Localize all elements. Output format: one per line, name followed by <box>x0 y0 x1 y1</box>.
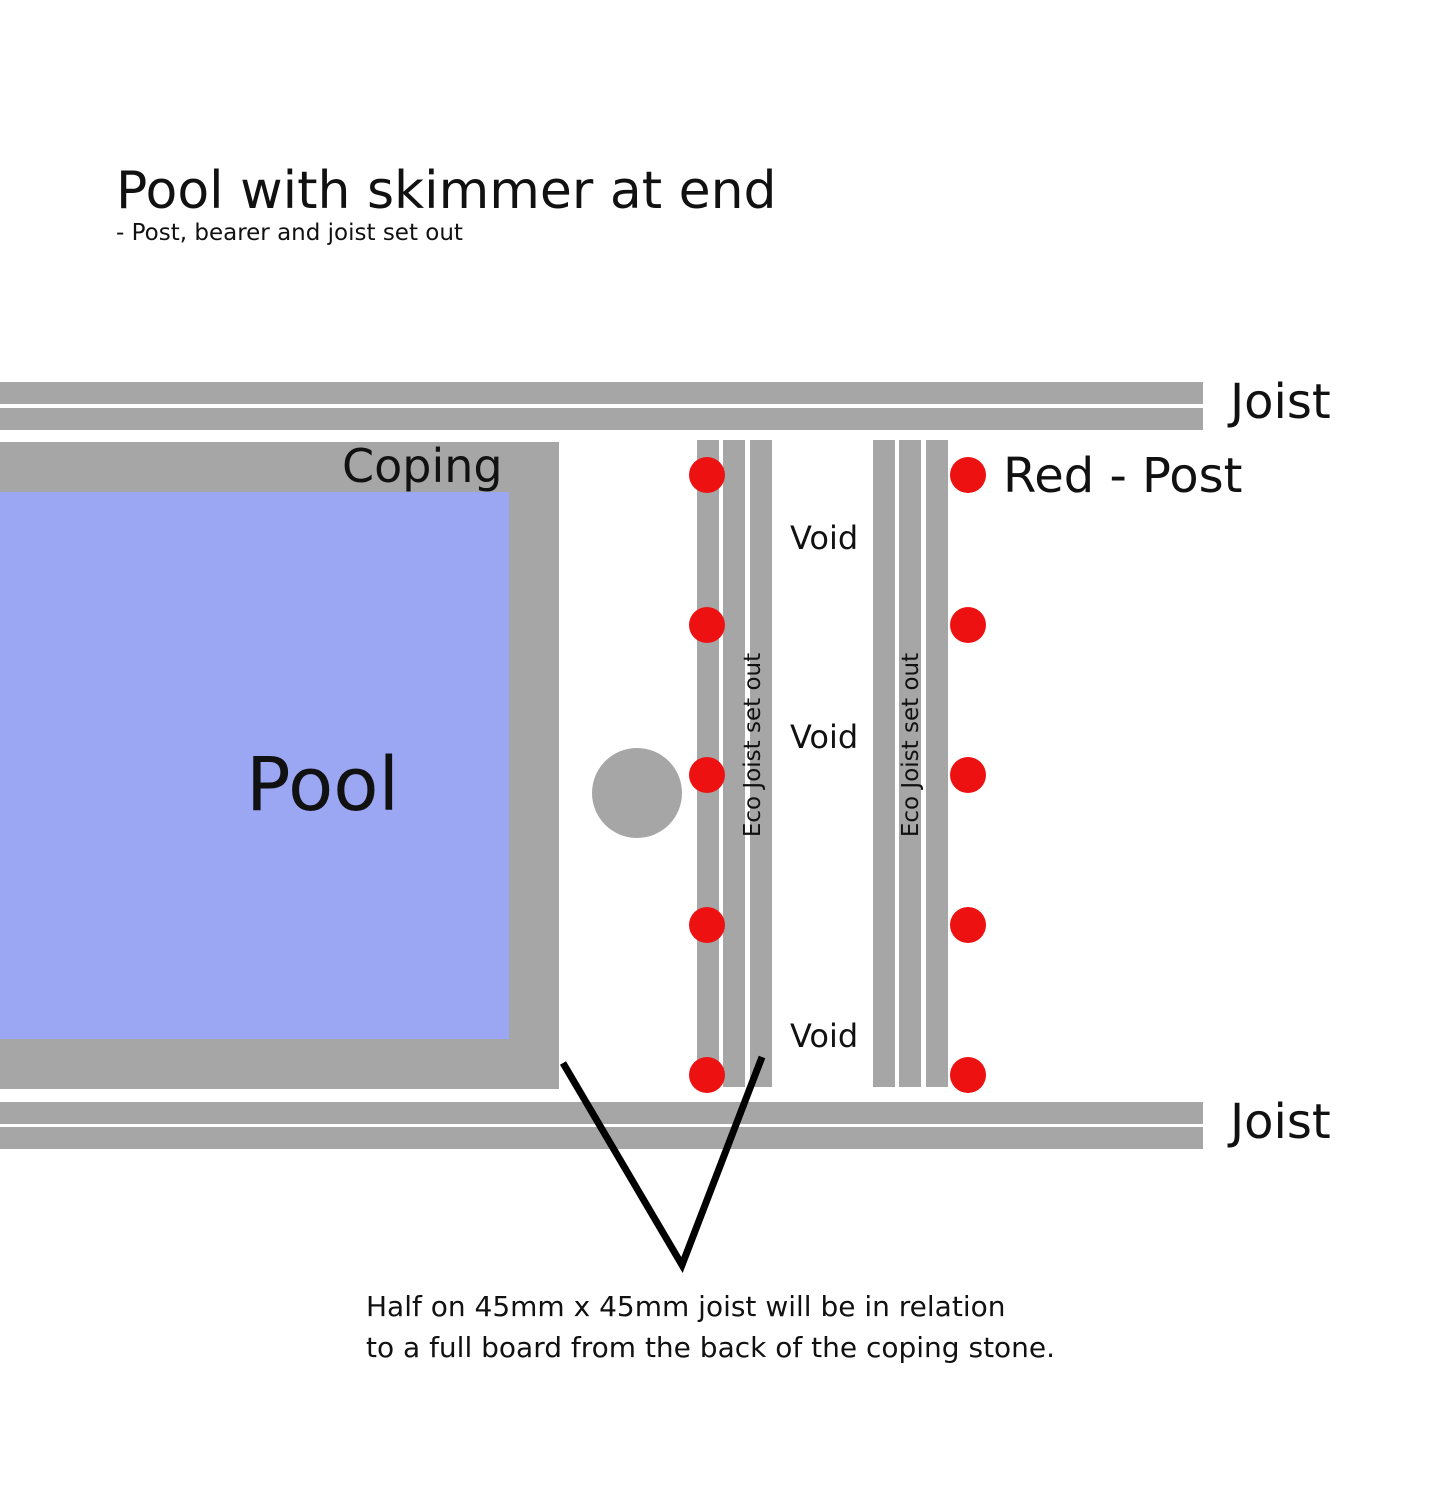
left-post-column <box>689 457 725 1093</box>
note-line-2: to a full board from the back of the cop… <box>366 1331 1055 1364</box>
eco-joist-group-right <box>873 440 948 1087</box>
pool-label: Pool <box>246 742 399 828</box>
top-joist-board-1 <box>0 382 1203 404</box>
post <box>950 607 986 643</box>
post <box>950 457 986 493</box>
note-line-1: Half on 45mm x 45mm joist will be in rel… <box>366 1290 1005 1323</box>
pool-water <box>0 492 509 1039</box>
coping-label: Coping <box>342 439 503 493</box>
post <box>689 907 725 943</box>
post <box>950 907 986 943</box>
eco-joist-left-board-2 <box>723 440 745 1087</box>
void-label-2: Void <box>790 718 858 756</box>
joist-label-top: Joist <box>1227 374 1331 430</box>
post <box>689 457 725 493</box>
eco-joist-left-board-3 <box>750 440 772 1087</box>
post-legend-label: Red - Post <box>1003 448 1242 504</box>
pointer-v <box>559 1055 766 1274</box>
diagram-subtitle: - Post, bearer and joist set out <box>116 220 463 246</box>
bottom-joist <box>0 1102 1203 1149</box>
eco-joist-right-board-2 <box>899 440 921 1087</box>
post <box>689 1057 725 1093</box>
void-label-1: Void <box>790 519 858 557</box>
diagram-title: Pool with skimmer at end <box>116 161 777 221</box>
top-joist-board-2 <box>0 408 1203 430</box>
eco-joist-label-right: Eco Joist set out <box>898 653 924 837</box>
void-label-3: Void <box>790 1017 858 1055</box>
eco-joist-right-board-1 <box>873 440 895 1087</box>
post <box>689 757 725 793</box>
bottom-joist-board-2 <box>0 1127 1203 1149</box>
right-post-column <box>950 457 986 1093</box>
eco-joist-right-board-3 <box>926 440 948 1087</box>
eco-joist-label-left: Eco Joist set out <box>740 653 766 837</box>
bottom-joist-board-1 <box>0 1102 1203 1124</box>
post <box>689 607 725 643</box>
joist-label-bottom: Joist <box>1227 1094 1331 1150</box>
post <box>950 1057 986 1093</box>
top-joist <box>0 382 1203 430</box>
post <box>950 757 986 793</box>
skimmer <box>592 748 682 838</box>
